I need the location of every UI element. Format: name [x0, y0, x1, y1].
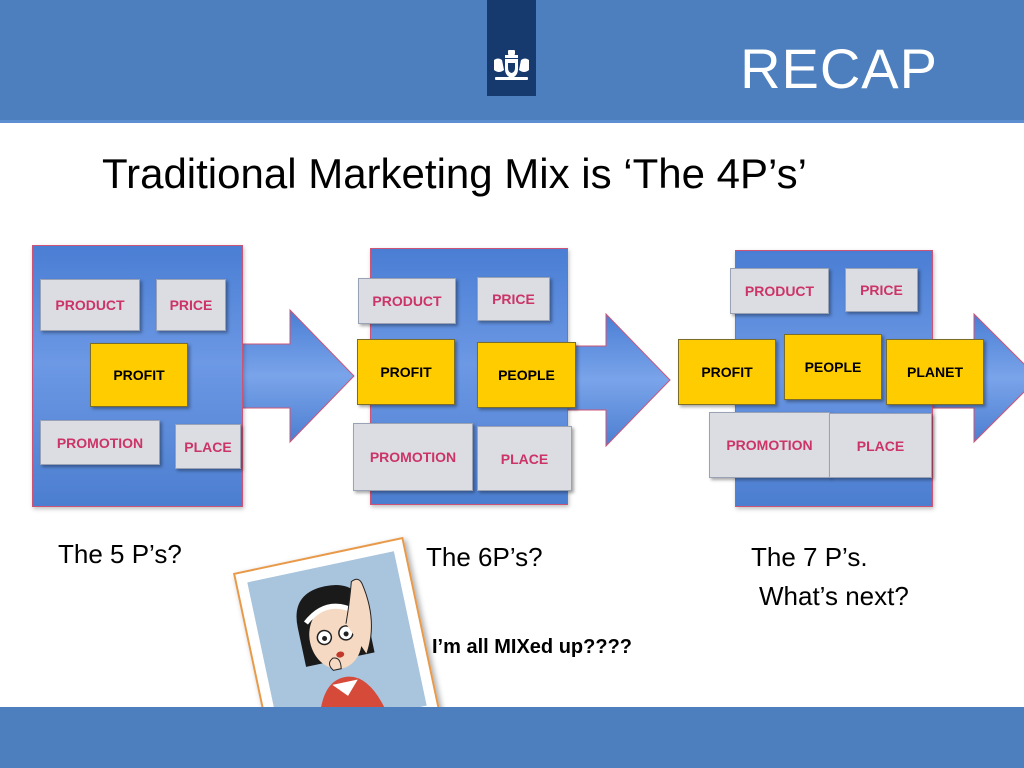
group-3-planet-box: PLANET — [886, 339, 984, 405]
group-1-product-box: PRODUCT — [40, 279, 140, 331]
group-3-place-box: PLACE — [829, 413, 932, 478]
slide-title: Traditional Marketing Mix is ‘The 4P’s’ — [102, 150, 807, 197]
group-3-product-box: PRODUCT — [730, 268, 829, 314]
group-3-profit-box: PROFIT — [678, 339, 776, 405]
group-2-price-box: PRICE — [477, 277, 550, 321]
group-1-price-box: PRICE — [156, 279, 226, 331]
royal-coat-of-arms-icon — [494, 50, 529, 80]
group-1-promotion-box: PROMOTION — [40, 420, 160, 465]
group-3-promotion-box: PROMOTION — [709, 412, 830, 478]
footer-band — [0, 707, 1024, 768]
group-2-caption: The 6P’s? — [426, 542, 543, 572]
group-3-caption: The 7 P’s. What’s next? — [751, 542, 909, 611]
group-1-place-box: PLACE — [175, 424, 241, 469]
slide-label: RECAP — [740, 37, 938, 100]
group-2-people-box: PEOPLE — [477, 342, 576, 408]
header-logo — [487, 0, 536, 96]
group-2-product-box: PRODUCT — [358, 278, 456, 324]
group-2-place-box: PLACE — [477, 426, 572, 491]
image-caption: I’m all MIXed up???? — [432, 636, 632, 658]
group-3-price-box: PRICE — [845, 268, 918, 312]
header-band: RECAP — [0, 0, 1024, 123]
group-3-people-box: PEOPLE — [784, 334, 882, 400]
group-1-caption: The 5 P’s? — [58, 539, 182, 569]
group-1-profit-box: PROFIT — [90, 343, 188, 407]
group-2-profit-box: PROFIT — [357, 339, 455, 405]
group-2-promotion-box: PROMOTION — [353, 423, 473, 491]
